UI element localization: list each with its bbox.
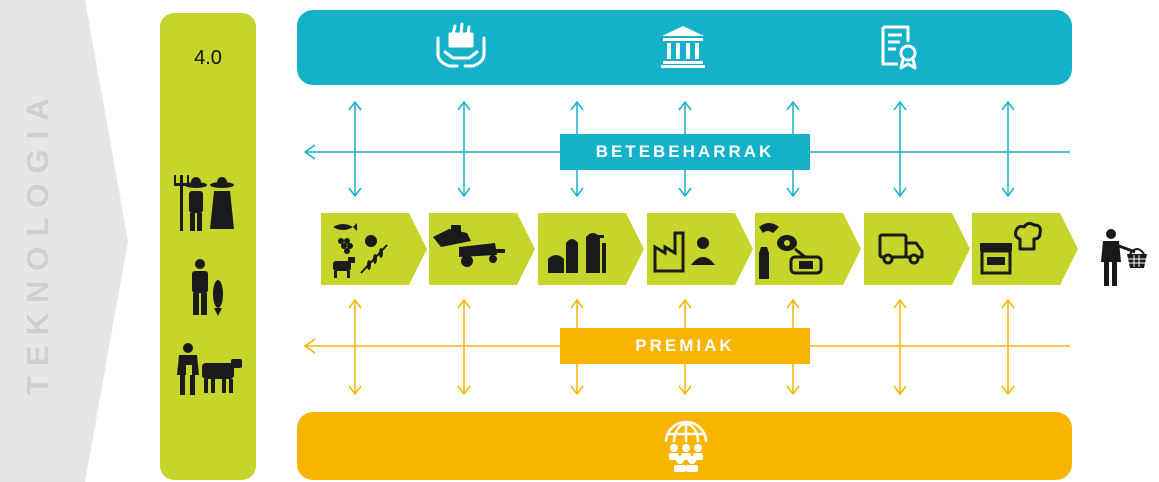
stage-products [755, 213, 863, 285]
hands-food-basket-icon [436, 22, 486, 68]
shop-chef-icon [980, 221, 1042, 275]
livestock-farmer-icon [177, 343, 242, 395]
primary-products-icon [333, 223, 388, 278]
silo-storage-icon [548, 233, 606, 273]
delivery-truck-icon [878, 233, 924, 265]
stage-primary-production [321, 213, 429, 285]
certificate-document-icon [881, 25, 917, 70]
society-bar [297, 412, 1072, 480]
stage-distribution [864, 213, 972, 285]
technology-arrow [0, 0, 128, 482]
version-label: 4.0 [194, 47, 222, 69]
stage-processing [647, 213, 755, 285]
requirements-label: BETEBEHARRAK [560, 134, 810, 170]
consumer-basket-icon [1101, 229, 1147, 286]
factory-worker-icon [653, 231, 685, 273]
stage-retail [972, 213, 1080, 285]
awards-label: PREMIAK [560, 328, 810, 364]
institution-building-icon [661, 26, 705, 68]
farmers-icon [174, 175, 234, 231]
global-community-icon [664, 420, 708, 472]
fisherman-icon [192, 259, 223, 316]
institutions-bar [297, 10, 1072, 85]
technology-bar: 4.0 [160, 13, 256, 480]
stage-harvest [429, 213, 537, 285]
stage-storage [538, 213, 646, 285]
processed-food-icon [759, 223, 823, 279]
harvest-machinery-icon [433, 225, 505, 267]
